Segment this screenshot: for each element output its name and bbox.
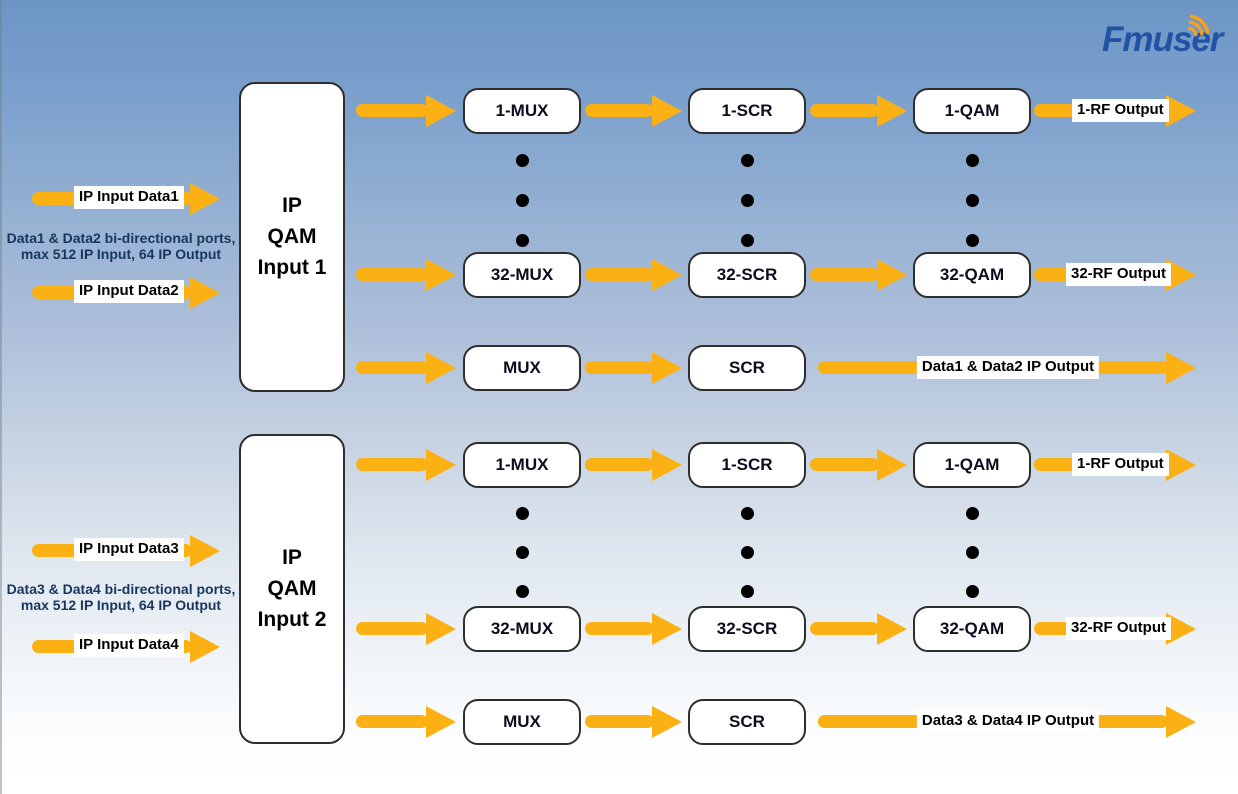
flow-arrow [356, 94, 456, 127]
ellipsis-dot [966, 154, 979, 167]
signal-waves-icon [1187, 14, 1210, 37]
ellipsis-dot [966, 234, 979, 247]
block-32-qam: 32-QAM [913, 252, 1031, 298]
ellipsis-dot [516, 507, 529, 520]
flow-arrow [585, 258, 682, 291]
fmuser-logo: Fmuser [1102, 20, 1223, 59]
ip-input-data4-label: IP Input Data4 [74, 634, 184, 657]
ellipsis-dot [966, 546, 979, 559]
block-1-mux: 1-MUX [463, 88, 581, 134]
ellipsis-dot [516, 154, 529, 167]
rf-output-label: 1-RF Output [1072, 99, 1169, 122]
ellipsis-dot [741, 154, 754, 167]
ellipsis-dot [966, 194, 979, 207]
flow-arrow [810, 258, 907, 291]
device-line: Input 1 [257, 256, 327, 279]
block-1-qam: 1-QAM [913, 442, 1031, 488]
ip-output-label: Data3 & Data4 IP Output [916, 710, 1100, 733]
block-1-mux: 1-MUX [463, 442, 581, 488]
block-1-scr: 1-SCR [688, 442, 806, 488]
device-line: QAM [267, 225, 317, 248]
device-line: IP [282, 546, 302, 569]
ellipsis-dot [741, 234, 754, 247]
block-mux: MUX [463, 699, 581, 745]
flow-arrow [356, 705, 456, 738]
flow-arrow [810, 94, 907, 127]
ellipsis-dot [741, 585, 754, 598]
ellipsis-dot [741, 194, 754, 207]
caption-line2: max 512 IP Input, 64 IP Output [20, 597, 222, 613]
block-1-qam: 1-QAM [913, 88, 1031, 134]
rf-output-label: 32-RF Output [1066, 263, 1171, 286]
block-1-scr: 1-SCR [688, 88, 806, 134]
flow-arrow [356, 612, 456, 645]
block-scr: SCR [688, 699, 806, 745]
flow-arrow [585, 448, 682, 481]
flow-arrow [585, 705, 682, 738]
ellipsis-dot [516, 234, 529, 247]
caption-line1: Data3 & Data4 bi-directional ports, [6, 581, 236, 597]
flow-arrow [585, 94, 682, 127]
ellipsis-dot [966, 585, 979, 598]
ellipsis-dot [516, 585, 529, 598]
device-line: Input 2 [257, 608, 327, 631]
ip-input-data2-label: IP Input Data2 [74, 280, 184, 303]
flow-arrow [810, 448, 907, 481]
flow-arrow [356, 448, 456, 481]
ports-caption-group1: Data1 & Data2 bi-directional ports, max … [2, 230, 240, 262]
ellipsis-dot [741, 546, 754, 559]
rf-output-label: 1-RF Output [1072, 453, 1169, 476]
rf-output-label: 32-RF Output [1066, 617, 1171, 640]
ellipsis-dot [741, 507, 754, 520]
block-mux: MUX [463, 345, 581, 391]
ellipsis-dot [966, 507, 979, 520]
device-ip-qam-input-2: IP QAM Input 2 [239, 434, 345, 744]
flow-arrow [585, 612, 682, 645]
ip-input-data3-label: IP Input Data3 [74, 538, 184, 561]
ellipsis-dot [516, 194, 529, 207]
block-scr: SCR [688, 345, 806, 391]
block-32-scr: 32-SCR [688, 606, 806, 652]
ports-caption-group2: Data3 & Data4 bi-directional ports, max … [2, 581, 240, 613]
caption-line2: max 512 IP Input, 64 IP Output [20, 246, 222, 262]
block-32-qam: 32-QAM [913, 606, 1031, 652]
ellipsis-dot [516, 546, 529, 559]
ip-input-data1-label: IP Input Data1 [74, 186, 184, 209]
flow-arrow [810, 612, 907, 645]
device-line: IP [282, 194, 302, 217]
flow-arrow [585, 351, 682, 384]
flow-arrow [356, 351, 456, 384]
block-32-mux: 32-MUX [463, 252, 581, 298]
device-ip-qam-input-1: IP QAM Input 1 [239, 82, 345, 392]
block-32-mux: 32-MUX [463, 606, 581, 652]
caption-line1: Data1 & Data2 bi-directional ports, [6, 230, 236, 246]
ip-output-label: Data1 & Data2 IP Output [916, 356, 1100, 379]
block-32-scr: 32-SCR [688, 252, 806, 298]
flow-arrow [356, 258, 456, 291]
device-line: QAM [267, 577, 317, 600]
